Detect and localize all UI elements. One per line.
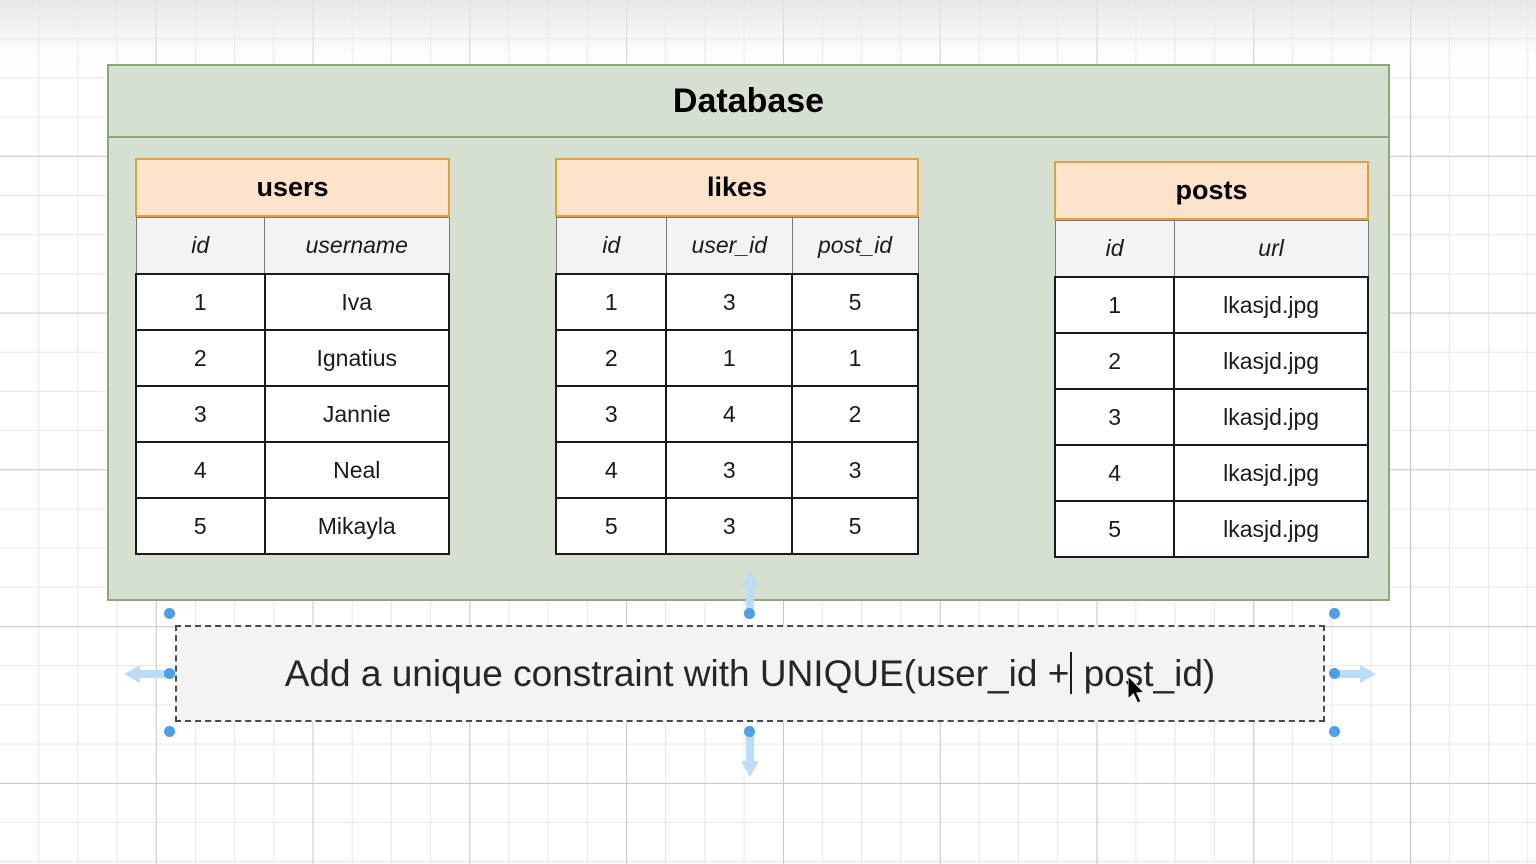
handle-top-center[interactable] — [744, 608, 755, 619]
cell: 1 — [554, 273, 668, 331]
handle-top-left[interactable] — [164, 608, 175, 619]
table-posts-header-row: id url — [1054, 220, 1369, 278]
table-likes-col-post-id: post_id — [791, 217, 919, 275]
cell: 3 — [1053, 388, 1176, 446]
cell: lkasjd.jpg — [1173, 332, 1369, 390]
cell: 4 — [665, 385, 794, 443]
cell: lkasjd.jpg — [1173, 276, 1369, 334]
cell: Ignatius — [263, 329, 450, 387]
table-row[interactable]: 2 lkasjd.jpg — [1053, 332, 1369, 390]
cell: Jannie — [263, 385, 450, 443]
cell: 1 — [135, 273, 266, 331]
table-posts-grid: id url 1 lkasjd.jpg 2 lkasjd.jpg 3 — [1053, 220, 1369, 558]
table-likes[interactable]: likes id user_id post_id 1 3 5 — [554, 158, 919, 555]
cell: 4 — [554, 441, 668, 499]
cell: 5 — [554, 497, 668, 555]
handle-middle-left[interactable] — [164, 668, 175, 679]
handle-bottom-right[interactable] — [1329, 726, 1340, 737]
annotation-textbox[interactable]: Add a unique constraint with UNIQUE(user… — [175, 625, 1325, 722]
table-users[interactable]: users id username 1 Iva 2 Ignatius — [135, 158, 450, 555]
handle-bottom-left[interactable] — [164, 726, 175, 737]
table-row[interactable]: 3 Jannie — [135, 385, 450, 443]
table-users-title: users — [135, 158, 450, 217]
handle-top-right[interactable] — [1329, 608, 1340, 619]
cell: 5 — [1053, 500, 1176, 558]
table-posts[interactable]: posts id url 1 lkasjd.jpg 2 lkasjd.jpg — [1053, 161, 1369, 558]
cell: 2 — [791, 385, 919, 443]
table-likes-col-id: id — [555, 217, 667, 275]
database-container[interactable]: Database users id username 1 Iva — [107, 64, 1390, 601]
table-posts-title: posts — [1054, 161, 1369, 220]
cell: Mikayla — [263, 497, 450, 555]
table-posts-col-id: id — [1054, 220, 1175, 278]
cell: 3 — [554, 385, 668, 443]
table-row[interactable]: 5 Mikayla — [135, 497, 450, 555]
table-likes-header-row: id user_id post_id — [555, 217, 919, 275]
table-row[interactable]: 4 3 3 — [554, 441, 919, 499]
cell: 2 — [554, 329, 668, 387]
cell: 3 — [665, 273, 794, 331]
table-users-col-id: id — [135, 217, 265, 275]
table-likes-title: likes — [555, 158, 919, 217]
table-row[interactable]: 2 Ignatius — [135, 329, 450, 387]
annotation-textbox-text[interactable]: Add a unique constraint with UNIQUE(user… — [284, 652, 1216, 695]
cell: 2 — [1053, 332, 1176, 390]
cell: 3 — [665, 497, 794, 555]
cell: lkasjd.jpg — [1173, 500, 1369, 558]
table-posts-col-url: url — [1173, 220, 1369, 278]
table-users-header-row: id username — [135, 217, 450, 275]
handle-middle-right[interactable] — [1329, 668, 1340, 679]
cell: 3 — [791, 441, 919, 499]
text-caret — [1070, 652, 1073, 694]
connector-arrow-down[interactable] — [737, 731, 763, 777]
table-row[interactable]: 5 lkasjd.jpg — [1053, 500, 1369, 558]
handle-bottom-center[interactable] — [744, 726, 755, 737]
table-row[interactable]: 3 lkasjd.jpg — [1053, 388, 1369, 446]
textbox-text-after-caret: post_id) — [1073, 653, 1216, 694]
cell: 4 — [1053, 444, 1176, 502]
table-row[interactable]: 1 lkasjd.jpg — [1053, 276, 1369, 334]
cell: 5 — [791, 273, 919, 331]
cell: 5 — [791, 497, 919, 555]
cell: Neal — [263, 441, 450, 499]
cell: 4 — [135, 441, 266, 499]
database-title: Database — [672, 81, 825, 120]
table-row[interactable]: 3 4 2 — [554, 385, 919, 443]
table-likes-col-user-id: user_id — [665, 217, 793, 275]
cell: 3 — [135, 385, 266, 443]
table-row[interactable]: 4 lkasjd.jpg — [1053, 444, 1369, 502]
cell: 5 — [135, 497, 266, 555]
table-row[interactable]: 1 Iva — [135, 273, 450, 331]
table-row[interactable]: 2 1 1 — [554, 329, 919, 387]
cell: 1 — [791, 329, 919, 387]
cell: Iva — [263, 273, 450, 331]
textbox-text-before-caret: Add a unique constraint with UNIQUE(user… — [284, 653, 1070, 694]
cell: 3 — [665, 441, 794, 499]
table-row[interactable]: 1 3 5 — [554, 273, 919, 331]
database-title-bar[interactable]: Database — [109, 66, 1388, 138]
cell: 2 — [135, 329, 266, 387]
table-row[interactable]: 4 Neal — [135, 441, 450, 499]
cell: 1 — [1053, 276, 1176, 334]
cell: 1 — [665, 329, 794, 387]
table-users-col-username: username — [264, 217, 450, 275]
cell: lkasjd.jpg — [1173, 444, 1369, 502]
cell: lkasjd.jpg — [1173, 388, 1369, 446]
table-row[interactable]: 5 3 5 — [554, 497, 919, 555]
table-users-grid: id username 1 Iva 2 Ignatius 3 J — [135, 217, 450, 555]
table-likes-grid: id user_id post_id 1 3 5 2 1 1 — [554, 217, 919, 555]
